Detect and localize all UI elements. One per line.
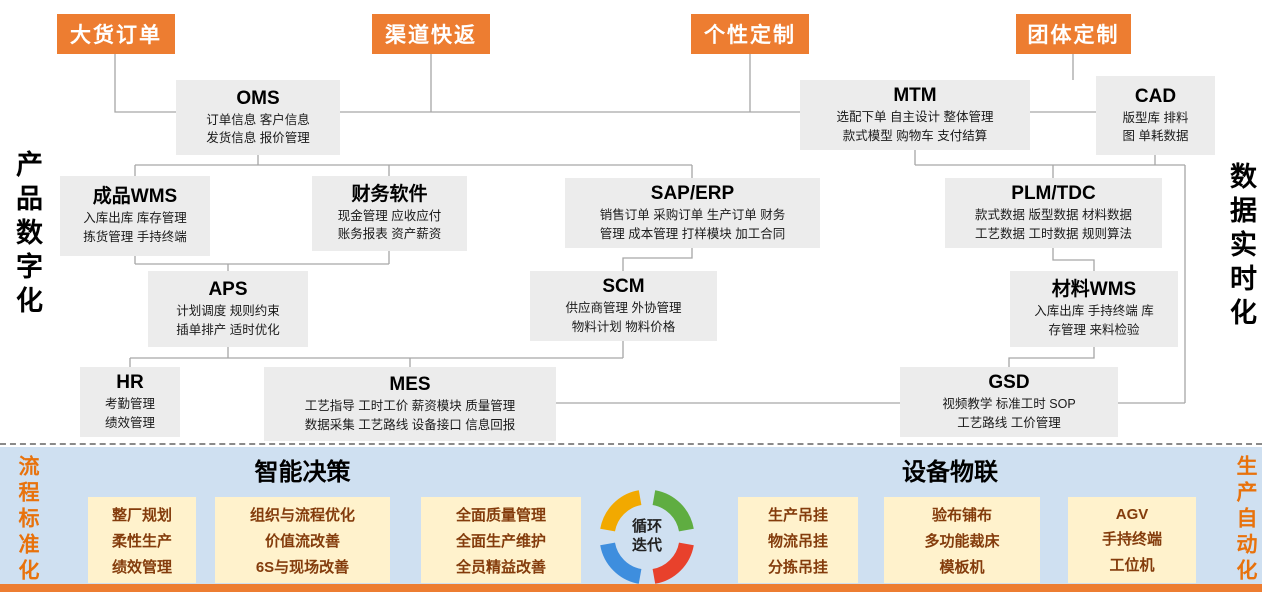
cycle-label: 循环 迭代	[593, 483, 701, 591]
system-box-gsd: GSD 视频教学 标准工时 SOP 工艺路线 工价管理	[900, 367, 1118, 437]
system-box-mtm: MTM 选配下单 自主设计 整体管理 款式模型 购物车 支付结算	[800, 80, 1030, 150]
device-box-cutting-machines: 验布铺布 多功能裁床 模板机	[884, 497, 1040, 583]
side-label-data-realtime: 数据实时化	[1226, 162, 1256, 332]
lean-box-process-optimization: 组织与流程优化 价值流改善 6S与现场改善	[215, 497, 390, 583]
system-box-mes: MES 工艺指导 工时工价 薪资模块 质量管理 数据采集 工艺路线 设备接口 信…	[264, 367, 556, 441]
box-line: 工艺指导 工时工价 薪资模块 质量管理	[304, 399, 516, 414]
ybox-line: 验布铺布	[931, 506, 992, 524]
cycle-iteration-icon: 循环 迭代	[593, 483, 701, 591]
system-box-sap-erp: SAP/ERP 销售订单 采购订单 生产订单 财务 管理 成本管理 打样模块 加…	[565, 178, 820, 248]
lean-box-factory-planning: 整厂规划 柔性生产 绩效管理	[88, 497, 196, 583]
box-line: 考勤管理	[104, 397, 155, 412]
ybox-line: 组织与流程优化	[249, 506, 355, 524]
box-title: OMS	[236, 87, 280, 109]
device-box-agv-terminals: AGV 手持终端 工位机	[1068, 497, 1196, 583]
side-label-production-automation: 生产自动化	[1234, 455, 1257, 585]
box-line: 选配下单 自主设计 整体管理	[836, 110, 994, 125]
box-line: 视频教学 标准工时 SOP	[942, 397, 1076, 412]
box-line: 款式模型 购物车 支付结算	[842, 128, 988, 143]
cycle-label-line2: 迭代	[631, 537, 662, 554]
side-label-process-standardization: 流程标准化	[16, 455, 39, 585]
system-box-aps: APS 计划调度 规则约束 插单排产 适时优化	[148, 271, 308, 347]
box-title: SCM	[602, 276, 645, 298]
box-line: 销售订单 采购订单 生产订单 财务	[599, 208, 786, 223]
box-line: 账务报表 资产薪资	[337, 227, 442, 242]
box-line: 计划调度 规则约束	[176, 304, 280, 319]
box-title: 财务软件	[351, 183, 428, 205]
system-box-plm-tdc: PLM/TDC 款式数据 版型数据 材料数据 工艺数据 工时数据 规则算法	[945, 178, 1162, 248]
box-title: MTM	[893, 85, 937, 107]
heading-equipment-iot: 设备物联	[902, 459, 998, 486]
ybox-line: 物流吊挂	[767, 532, 828, 550]
box-line: 入库出库 库存管理	[83, 211, 187, 226]
box-line: 绩效管理	[104, 415, 155, 430]
box-title: SAP/ERP	[650, 183, 735, 205]
system-box-finance-software: 财务软件 现金管理 应收应付 账务报表 资产薪资	[312, 176, 467, 251]
ybox-line: 柔性生产	[111, 532, 172, 550]
box-line: 订单信息 客户信息	[206, 112, 310, 127]
ybox-line: 整厂规划	[111, 506, 172, 524]
system-box-material-wms: 材料WMS 入库出库 手持终端 库 存管理 来料检验	[1010, 271, 1178, 347]
device-box-hanging-systems: 生产吊挂 物流吊挂 分拣吊挂	[738, 497, 858, 583]
box-line: 工艺路线 工价管理	[957, 415, 1061, 430]
ybox-line: AGV	[1115, 505, 1149, 523]
section-divider	[0, 443, 1262, 445]
ybox-line: 全面生产维护	[455, 532, 546, 550]
box-title: HR	[116, 372, 144, 394]
top-button-group-customization: 团体定制	[1016, 14, 1131, 54]
ybox-line: 全面质量管理	[455, 506, 546, 524]
system-box-oms: OMS 订单信息 客户信息 发货信息 报价管理	[176, 80, 340, 155]
box-title: 材料WMS	[1051, 279, 1137, 301]
box-line: 入库出库 手持终端 库	[1034, 304, 1154, 319]
system-box-hr: HR 考勤管理 绩效管理	[80, 367, 180, 437]
system-box-scm: SCM 供应商管理 外协管理 物料计划 物料价格	[530, 271, 717, 341]
side-label-product-digitization: 产品数字化	[12, 150, 42, 320]
ybox-line: 全员精益改善	[455, 558, 546, 576]
box-line: 现金管理 应收应付	[337, 208, 442, 223]
cycle-ring-icon	[600, 490, 694, 584]
box-line: 插单排产 适时优化	[176, 322, 280, 337]
box-title: PLM/TDC	[1011, 183, 1096, 205]
ybox-line: 6S与现场改善	[255, 558, 350, 576]
bottom-orange-strip	[0, 584, 1262, 592]
top-button-channel-quick-return: 渠道快返	[372, 14, 490, 54]
lean-box-quality-management: 全面质量管理 全面生产维护 全员精益改善	[421, 497, 581, 583]
box-line: 物料计划 物料价格	[571, 319, 676, 334]
box-title: MES	[389, 374, 431, 396]
box-line: 数据采集 工艺路线 设备接口 信息回报	[304, 417, 516, 432]
box-line: 发货信息 报价管理	[206, 131, 310, 146]
box-line: 款式数据 版型数据 材料数据	[975, 208, 1132, 223]
box-title: GSD	[988, 372, 1030, 394]
ybox-line: 分拣吊挂	[767, 558, 828, 576]
top-button-personal-customization: 个性定制	[691, 14, 809, 54]
box-line: 存管理 来料检验	[1048, 322, 1140, 337]
ybox-line: 多功能裁床	[924, 532, 1000, 550]
box-line: 管理 成本管理 打样模块 加工合同	[599, 226, 786, 241]
ybox-line: 模板机	[939, 558, 985, 576]
box-line: 图 单耗数据	[1122, 129, 1189, 144]
system-box-cad: CAD 版型库 排料 图 单耗数据	[1096, 76, 1215, 155]
top-button-bulk-orders: 大货订单	[57, 14, 175, 54]
ybox-line: 绩效管理	[111, 558, 172, 576]
box-line: 供应商管理 外协管理	[565, 301, 682, 316]
box-title: APS	[208, 279, 248, 301]
system-box-finished-goods-wms: 成品WMS 入库出库 库存管理 拣货管理 手持终端	[60, 176, 210, 256]
box-line: 版型库 排料	[1122, 110, 1189, 125]
cycle-label-line1: 循环	[631, 518, 662, 536]
ybox-line: 手持终端	[1101, 530, 1162, 548]
box-title: CAD	[1134, 85, 1177, 107]
heading-intelligent-decision: 智能决策	[254, 459, 351, 486]
box-line: 工艺数据 工时数据 规则算法	[975, 226, 1132, 241]
ybox-line: 价值流改善	[264, 532, 340, 550]
box-line: 拣货管理 手持终端	[83, 229, 187, 244]
ybox-line: 生产吊挂	[767, 506, 828, 524]
box-title: 成品WMS	[92, 186, 178, 208]
ybox-line: 工位机	[1109, 556, 1155, 574]
bottom-panel	[0, 447, 1262, 584]
